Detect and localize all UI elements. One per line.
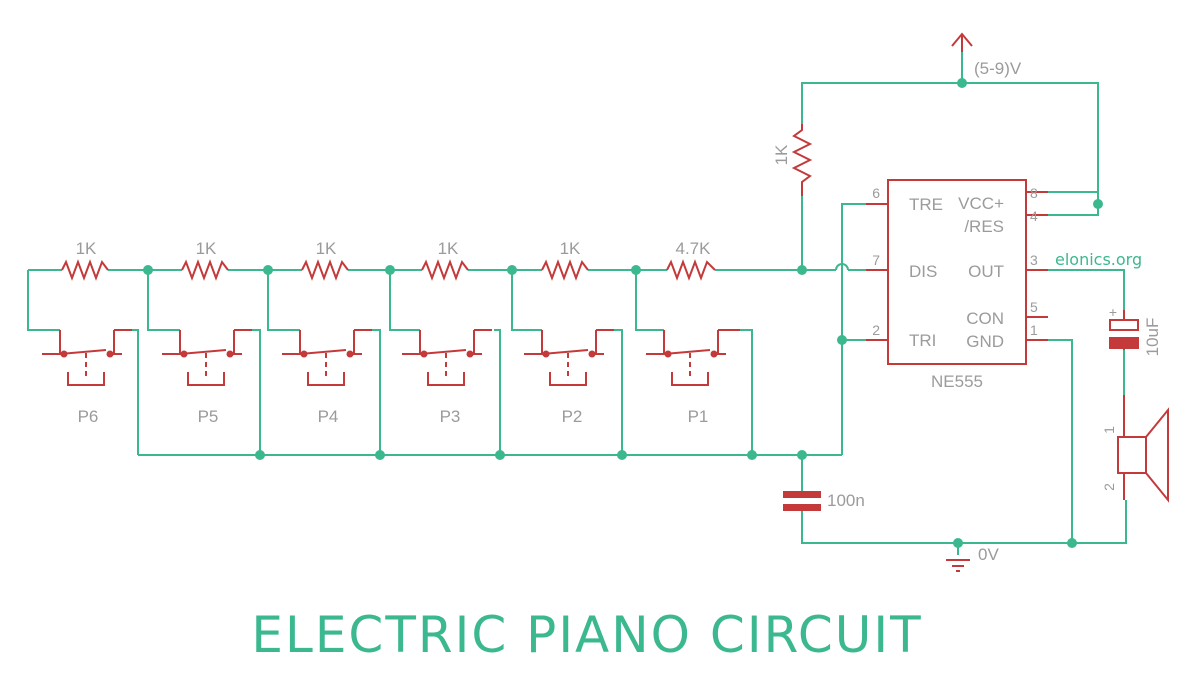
resistor-pullup: 1K	[772, 124, 813, 196]
page-title: ELECTRIC PIANO CIRCUIT	[251, 606, 922, 664]
speaker-pin: 2	[1101, 483, 1117, 491]
resistor-value: 1K	[316, 239, 337, 258]
resistor-r-chain-3: 1K	[301, 239, 349, 281]
ground-icon	[946, 559, 970, 572]
switch-p3[interactable]: P3	[402, 329, 492, 426]
pin-number: 8	[1030, 185, 1038, 201]
switch-label: P6	[78, 407, 99, 426]
resistor-value: 1K	[438, 239, 459, 258]
pin-label-dis: DIS	[909, 262, 937, 281]
switch-p6[interactable]: P6	[42, 329, 132, 426]
pin-number: 7	[872, 252, 880, 268]
switch-p2[interactable]: P2	[524, 329, 614, 426]
switch-p5[interactable]: P5	[162, 329, 252, 426]
capacitor-value: 10uF	[1143, 318, 1162, 357]
resistor-value: 1K	[196, 239, 217, 258]
pin-label-out: OUT	[968, 262, 1004, 281]
resistor-r-chain-2: 1K	[181, 239, 229, 281]
resistor-value: 1K	[772, 144, 791, 165]
wires	[27, 52, 1127, 555]
polarity-mark: +	[1109, 304, 1117, 320]
switch-label: P5	[198, 407, 219, 426]
ne555-ic: 6 TRE 7 DIS 2 TRI 8 VCC+ 4 /RES 3 OUT 5 …	[866, 179, 1048, 391]
switch-p1[interactable]: P1	[646, 329, 740, 426]
resistor-r-chain-5: 1K	[541, 239, 589, 281]
pin-number: 2	[872, 322, 880, 338]
pin-number: 1	[1030, 322, 1038, 338]
capacitor-output: + 10uF	[1109, 304, 1162, 356]
pin-label-vcc: VCC+	[958, 194, 1004, 213]
pin-number: 4	[1030, 208, 1038, 224]
capacitor-timing: 100n	[783, 491, 865, 511]
ground-label: 0V	[978, 545, 999, 564]
resistor-value: 1K	[76, 239, 97, 258]
switch-label: P1	[688, 407, 709, 426]
ic-name: NE555	[931, 372, 983, 391]
resistor-value: 4.7K	[676, 239, 712, 258]
brand-label: elonics.org	[1055, 250, 1142, 269]
resistor-r-chain-6: 4.7K	[666, 239, 716, 281]
switch-label: P4	[318, 407, 339, 426]
junctions	[143, 78, 1103, 548]
resistor-r-chain-1: 1K	[61, 239, 109, 281]
pin-number: 5	[1030, 299, 1038, 315]
pin-label-con: CON	[966, 309, 1004, 328]
supply-arrow-icon	[951, 32, 973, 52]
switch-label: P3	[440, 407, 461, 426]
switch-p4[interactable]: P4	[282, 329, 372, 426]
capacitor-value: 100n	[827, 491, 865, 510]
pin-label-res: /RES	[964, 217, 1004, 236]
speaker-icon: 1 2	[1101, 395, 1169, 503]
resistor-r-chain-4: 1K	[421, 239, 469, 281]
pin-label-tri: TRI	[909, 331, 936, 350]
pin-number: 3	[1030, 252, 1038, 268]
pin-number: 6	[872, 185, 880, 201]
speaker-pin: 1	[1101, 426, 1117, 434]
pin-label-tre: TRE	[909, 195, 943, 214]
switch-label: P2	[562, 407, 583, 426]
resistor-value: 1K	[560, 239, 581, 258]
pin-label-gnd: GND	[966, 332, 1004, 351]
supply-label: (5-9)V	[974, 59, 1022, 78]
